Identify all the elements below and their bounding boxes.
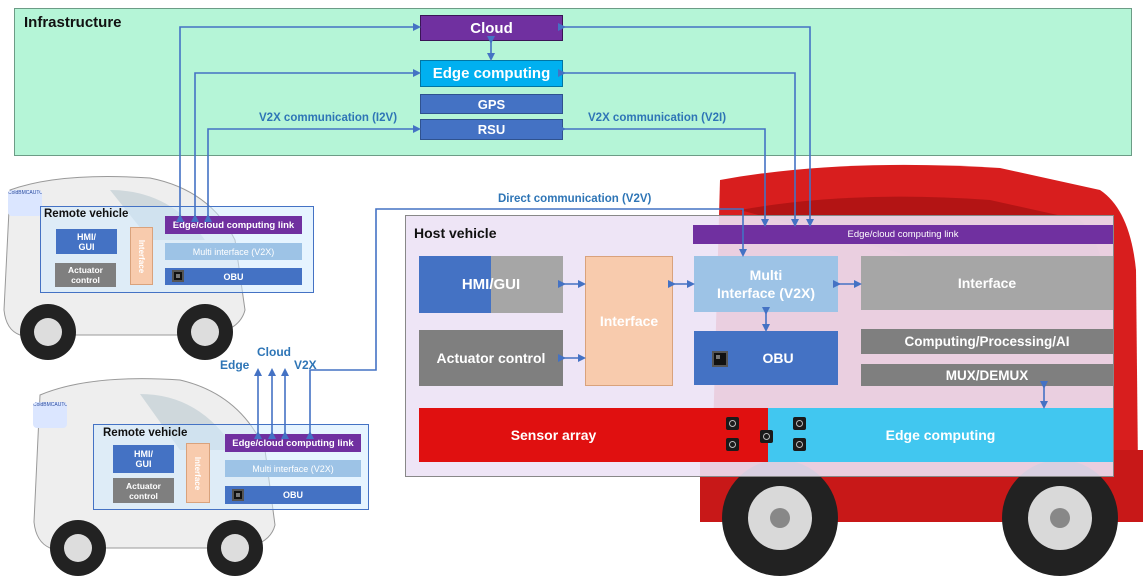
remote-bottom-hmi-box: HMI/ GUI	[113, 445, 174, 473]
remote-bottom-interface-box: Interface	[186, 443, 210, 503]
sensor-icon-1	[726, 417, 739, 430]
host-actuator-box: Actuator control	[419, 330, 563, 386]
remote-bottom-interface-label: Interface	[193, 456, 203, 490]
host-computing-box: Computing/Processing/AI	[861, 329, 1113, 354]
v2x-v2i-label: V2X communication (V2I)	[588, 112, 727, 124]
remote-top-multi-box: Multi interface (V2X)	[165, 243, 302, 260]
remote-vehicle-bottom-title: Remote vehicle	[103, 427, 188, 439]
host-multi-box: Multi Interface (V2X)	[694, 256, 838, 312]
remote-badge-bottom: ColdBMCAUTO	[33, 402, 67, 428]
host-link-box: Edge/cloud computing link	[693, 225, 1113, 244]
host-interface-mid-box: Interface	[585, 256, 673, 386]
rsu-box: RSU	[420, 119, 563, 140]
sensor-icon-3	[760, 430, 773, 443]
infrastructure-panel	[14, 8, 1132, 156]
infrastructure-title: Infrastructure	[24, 14, 122, 31]
remote-top-link-box: Edge/cloud computing link	[165, 216, 302, 234]
remote-badge-top: ColdBMCAUTO	[8, 190, 42, 216]
remote-bottom-obu-label: OBU	[283, 490, 303, 500]
v2x-i2v-label: V2X communication (I2V)	[259, 112, 398, 124]
sensor-icon-4	[793, 417, 806, 430]
sensor-icon-5	[793, 438, 806, 451]
host-edge-computing-box: Edge computing	[768, 408, 1113, 462]
remote-top-interface-label: Interface	[137, 239, 147, 273]
host-vehicle-title: Host vehicle	[414, 225, 497, 241]
remote-bottom-actuator-box: Actuator control	[113, 478, 174, 503]
host-sensor-array-box: Sensor array	[419, 408, 768, 462]
remote-top-obu-box: OBU	[165, 268, 302, 285]
remote-top-obu-label: OBU	[223, 271, 244, 282]
channel-label-v2x: V2X	[294, 358, 317, 372]
infra-edge-computing-box: Edge computing	[420, 60, 563, 87]
channel-label-cloud: Cloud	[257, 345, 291, 359]
host-obu-label: OBU	[762, 350, 794, 366]
host-interface-right-box: Interface	[861, 256, 1113, 310]
direct-communication-label: Direct communication (V2V)	[498, 193, 652, 205]
remote-vehicle-top-title: Remote vehicle	[44, 208, 129, 220]
remote-bottom-link-box: Edge/cloud computing link	[225, 434, 361, 452]
cloud-box: Cloud	[420, 15, 563, 41]
gps-box: GPS	[420, 94, 563, 114]
remote-top-hmi-box: HMI/ GUI	[56, 229, 117, 254]
remote-top-interface-box: Interface	[130, 227, 153, 285]
sensor-icon-2	[726, 438, 739, 451]
remote-bottom-obu-box: OBU	[225, 486, 361, 504]
host-chip-icon	[712, 351, 728, 367]
remote-top-actuator-box: Actuator control	[55, 263, 116, 287]
channel-label-edge: Edge	[220, 358, 250, 372]
host-hmi-box: HMI/GUI	[419, 256, 563, 313]
host-mux-box: MUX/DEMUX	[861, 364, 1113, 386]
remote-bottom-multi-box: Multi interface (V2X)	[225, 460, 361, 477]
remote-bottom-chip-icon	[232, 489, 244, 501]
remote-top-chip-icon	[172, 270, 184, 282]
